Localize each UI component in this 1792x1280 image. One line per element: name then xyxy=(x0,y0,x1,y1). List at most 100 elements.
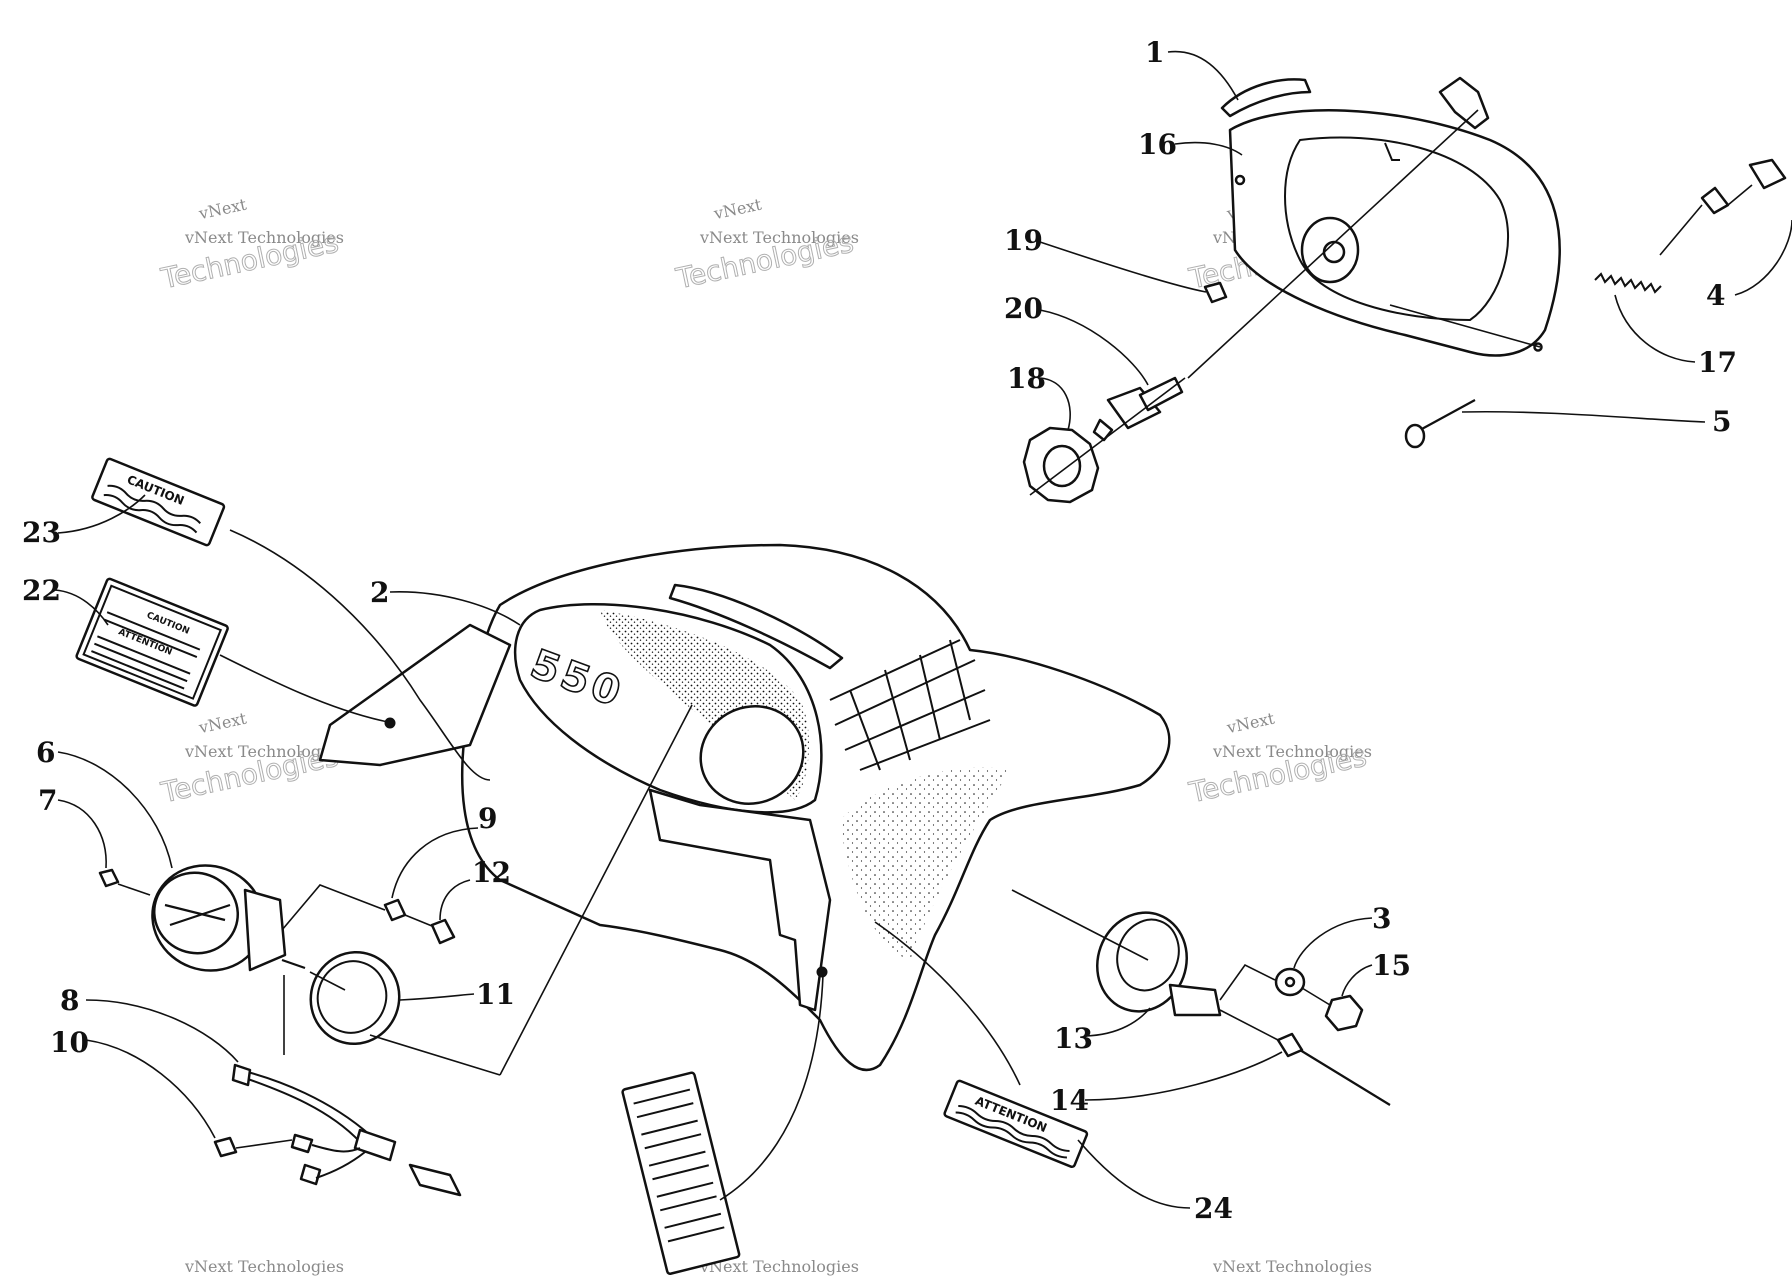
headlight-housing xyxy=(1228,109,1561,357)
axis-line xyxy=(1029,377,1186,496)
svg-text:6: 6 xyxy=(36,736,55,769)
axis-line xyxy=(1219,963,1276,1001)
gauge-ring xyxy=(309,950,401,1046)
housing-hole xyxy=(1234,174,1246,186)
decal-24: ATTENTION xyxy=(943,1079,1089,1169)
mount-hole xyxy=(384,717,396,729)
callout-15: 15 xyxy=(1341,949,1411,997)
watermark: vNext vNext Technologies Technologies xyxy=(157,709,344,810)
svg-text:vNext Technologies: vNext Technologies xyxy=(184,228,344,247)
svg-text:vNext Technologies: vNext Technologies xyxy=(184,742,344,761)
svg-text:vNext: vNext xyxy=(196,195,248,224)
headlight-assembly xyxy=(1022,76,1787,504)
svg-text:18: 18 xyxy=(1007,362,1046,395)
housing-mount-tab xyxy=(1384,142,1400,161)
svg-text:14: 14 xyxy=(1050,1084,1089,1117)
bulb-part xyxy=(1092,376,1184,442)
svg-text:vNext: vNext xyxy=(711,195,763,224)
cable-wire xyxy=(1299,1049,1391,1106)
callout-22: 22 xyxy=(22,574,109,626)
adjuster-bracket xyxy=(1438,76,1490,130)
socket-small xyxy=(430,918,456,945)
watermark: vNext Technologies xyxy=(184,1257,344,1276)
watermark: vNext vNext Technologies Technologies xyxy=(672,195,859,296)
axis-line xyxy=(117,883,151,896)
callouts: 1 16 19 20 18 4 17 xyxy=(22,36,1792,1225)
spring-part xyxy=(1594,272,1662,294)
long-screw-part xyxy=(1404,399,1476,449)
callout-23: 23 xyxy=(22,494,146,549)
axis-line xyxy=(1187,109,1479,379)
callout-13: 13 xyxy=(1054,1007,1151,1055)
watermark: vNext Technologies xyxy=(699,1257,859,1276)
gauge-stud xyxy=(281,958,306,970)
svg-text:20: 20 xyxy=(1004,292,1043,325)
callout-6: 6 xyxy=(36,736,173,869)
svg-text:11: 11 xyxy=(476,978,515,1011)
axis-line xyxy=(309,971,346,991)
svg-text:2: 2 xyxy=(370,576,389,609)
svg-text:23: 23 xyxy=(22,516,61,549)
hood-vent xyxy=(668,583,844,670)
decal-22: CAUTION ATTENTION xyxy=(75,577,229,707)
svg-text:3: 3 xyxy=(1372,902,1391,935)
svg-text:24: 24 xyxy=(1194,1192,1233,1225)
svg-text:16: 16 xyxy=(1138,128,1177,161)
axis-line xyxy=(235,1139,293,1149)
decal-23: CAUTION xyxy=(91,457,226,547)
clip-part xyxy=(1220,78,1312,118)
callout-18: 18 xyxy=(1007,362,1071,431)
svg-text:10: 10 xyxy=(50,1026,89,1059)
callout-24: 24 xyxy=(1077,1139,1233,1225)
callout-3: 3 xyxy=(1293,902,1391,969)
gauge-ring-inner xyxy=(316,960,388,1034)
svg-text:vNext Technologies: vNext Technologies xyxy=(184,1257,344,1276)
gauge-cup-stem xyxy=(1168,983,1222,1017)
svg-text:12: 12 xyxy=(472,856,511,889)
bulb-small xyxy=(383,898,407,922)
gauge-cup xyxy=(1096,911,1188,1013)
headlight-lens xyxy=(1284,136,1509,322)
svg-text:9: 9 xyxy=(478,802,497,835)
callout-17: 17 xyxy=(1614,294,1737,379)
speedometer-assembly xyxy=(98,864,462,1197)
callout-4: 4 xyxy=(1706,219,1792,312)
svg-text:5: 5 xyxy=(1712,405,1731,438)
callout-2: 2 xyxy=(370,576,521,626)
decal-21 xyxy=(621,1071,741,1275)
watermark: vNext Technologies xyxy=(1212,1257,1372,1276)
gauge-needle xyxy=(164,903,231,927)
watermark: vNext vNext Technologies Technologies xyxy=(157,195,344,296)
hood-grille xyxy=(829,639,991,771)
hood-assembly: 550 xyxy=(318,543,1171,1072)
retaining-ring-part xyxy=(1022,426,1100,504)
svg-text:vNext Technologies: vNext Technologies xyxy=(1212,1257,1372,1276)
hood-side-shading xyxy=(840,767,1010,960)
callout-12: 12 xyxy=(439,856,511,921)
svg-text:22: 22 xyxy=(22,574,61,607)
callout-8: 8 xyxy=(60,984,239,1063)
callout-16: 16 xyxy=(1138,128,1243,161)
svg-text:vNext: vNext xyxy=(196,709,248,738)
callout-9: 9 xyxy=(391,802,497,899)
svg-text:17: 17 xyxy=(1698,346,1737,379)
axis-line xyxy=(281,884,386,931)
svg-text:1: 1 xyxy=(1145,36,1164,69)
svg-text:4: 4 xyxy=(1706,279,1725,312)
lower-panel xyxy=(318,623,512,767)
svg-text:vNext Technologies: vNext Technologies xyxy=(699,228,859,247)
watermark: vNext vNext Technologies Technologies xyxy=(1185,709,1372,810)
gauge-back xyxy=(243,888,287,972)
svg-text:vNext: vNext xyxy=(1224,709,1276,738)
callout-20: 20 xyxy=(1004,292,1149,386)
svg-text:7: 7 xyxy=(38,784,57,817)
tachometer-assembly xyxy=(1096,911,1391,1106)
wiring-harness xyxy=(231,1063,462,1197)
svg-text:15: 15 xyxy=(1372,949,1411,982)
callout-5: 5 xyxy=(1461,405,1731,438)
adjuster-part xyxy=(1659,158,1787,256)
callout-7: 7 xyxy=(38,784,107,869)
washer-hole xyxy=(1284,976,1296,988)
svg-text:8: 8 xyxy=(60,984,79,1017)
